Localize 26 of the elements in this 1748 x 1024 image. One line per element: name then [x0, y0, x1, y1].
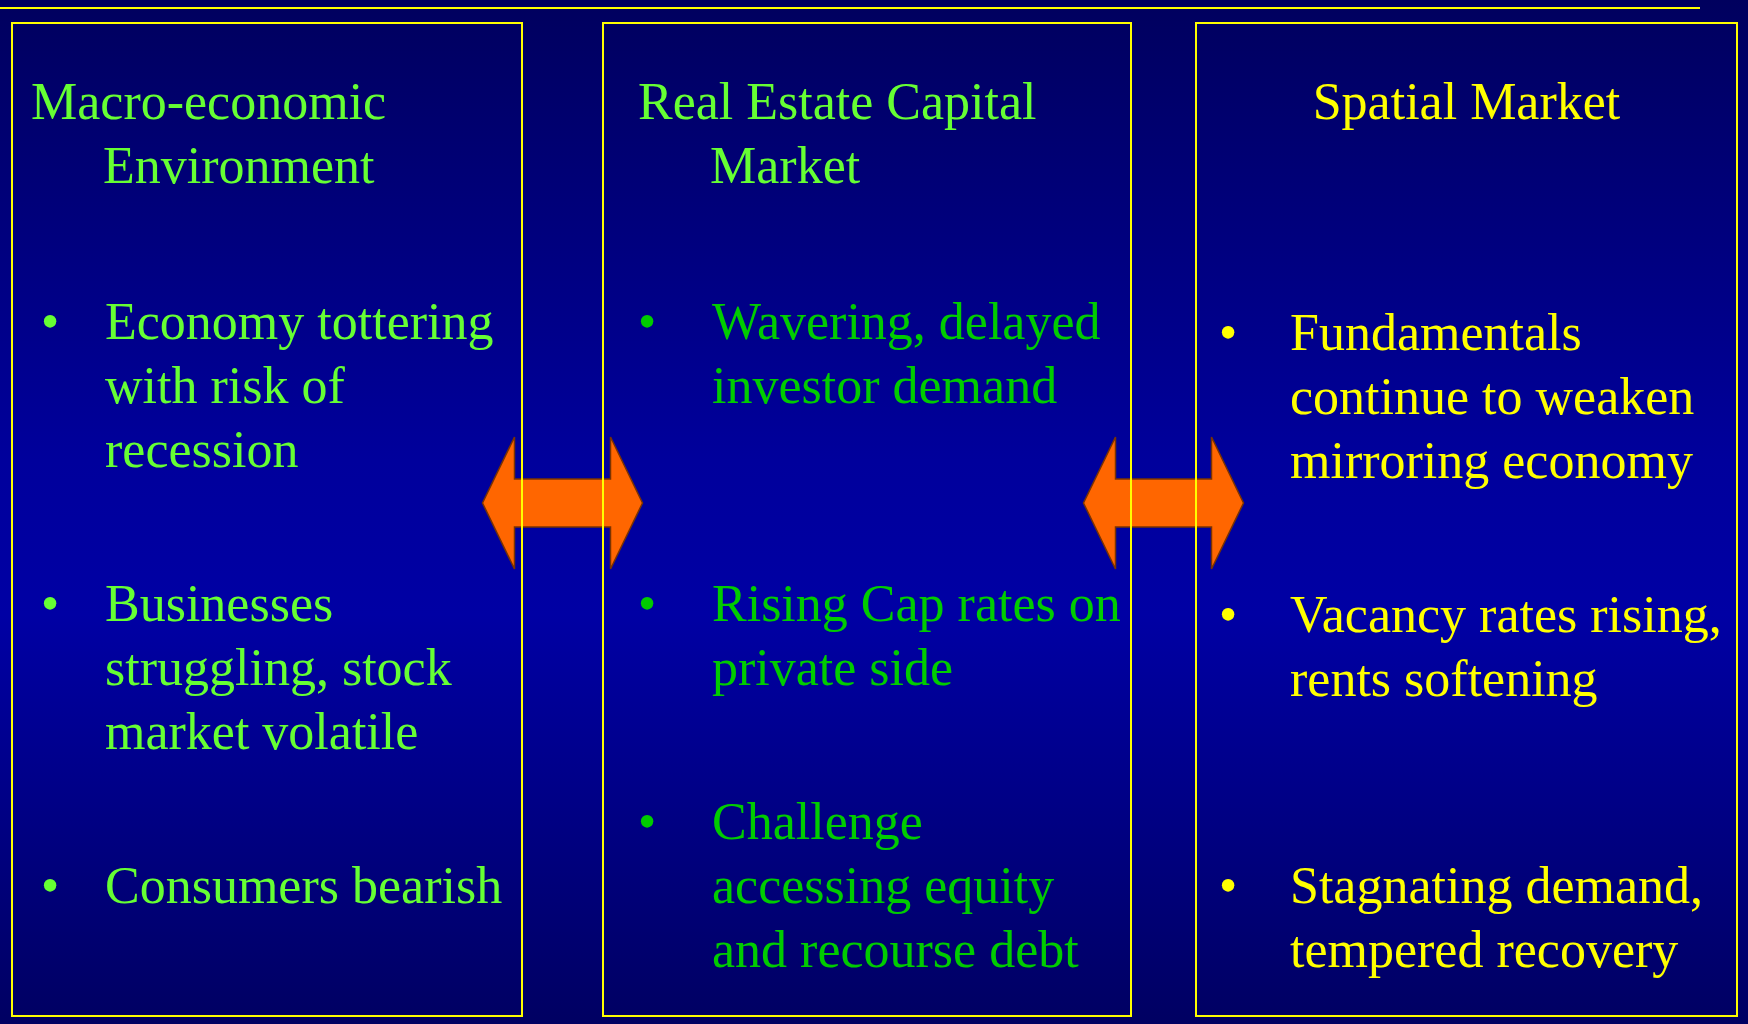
bullet-text: Wavering, delayed investor demand	[712, 292, 1102, 416]
panel-heading: Macro-economic Environment	[31, 72, 388, 196]
panel-heading: Real Estate Capital Market	[638, 72, 1038, 196]
bullet-text: Stagnating demand, tempered recovery	[1290, 856, 1705, 980]
bullet-mark: •	[41, 856, 60, 916]
panel	[602, 22, 1132, 1017]
bullet-mark: •	[638, 574, 657, 634]
panel-heading: Spatial Market	[1311, 72, 1622, 132]
double-block-arrow	[1082, 436, 1245, 570]
bullet-mark: •	[1219, 303, 1238, 363]
bullet-mark: •	[1219, 856, 1238, 916]
bullet-text: Businesses struggling, stock market volatile	[105, 574, 453, 762]
bullet-mark: •	[638, 792, 657, 852]
double-block-arrow	[481, 436, 644, 570]
bullet-text: Consumers bearish	[105, 856, 504, 916]
bullet-mark: •	[41, 574, 60, 634]
bullet-text: Fundamentals continue to weaken mirroring economy	[1290, 303, 1696, 491]
bullet-mark: •	[1219, 585, 1238, 645]
bullet-text: Rising Cap rates on private side	[712, 574, 1122, 698]
bullet-text: Challenge accessing equity and recourse debt	[712, 792, 1080, 980]
bullet-mark: •	[638, 292, 657, 352]
panel	[1195, 22, 1738, 1017]
bullet-text: Vacancy rates rising, rents softening	[1290, 585, 1723, 709]
bullet-text: Economy tottering with risk of recession	[105, 292, 495, 480]
panel	[11, 22, 523, 1017]
bullet-mark: •	[41, 292, 60, 352]
